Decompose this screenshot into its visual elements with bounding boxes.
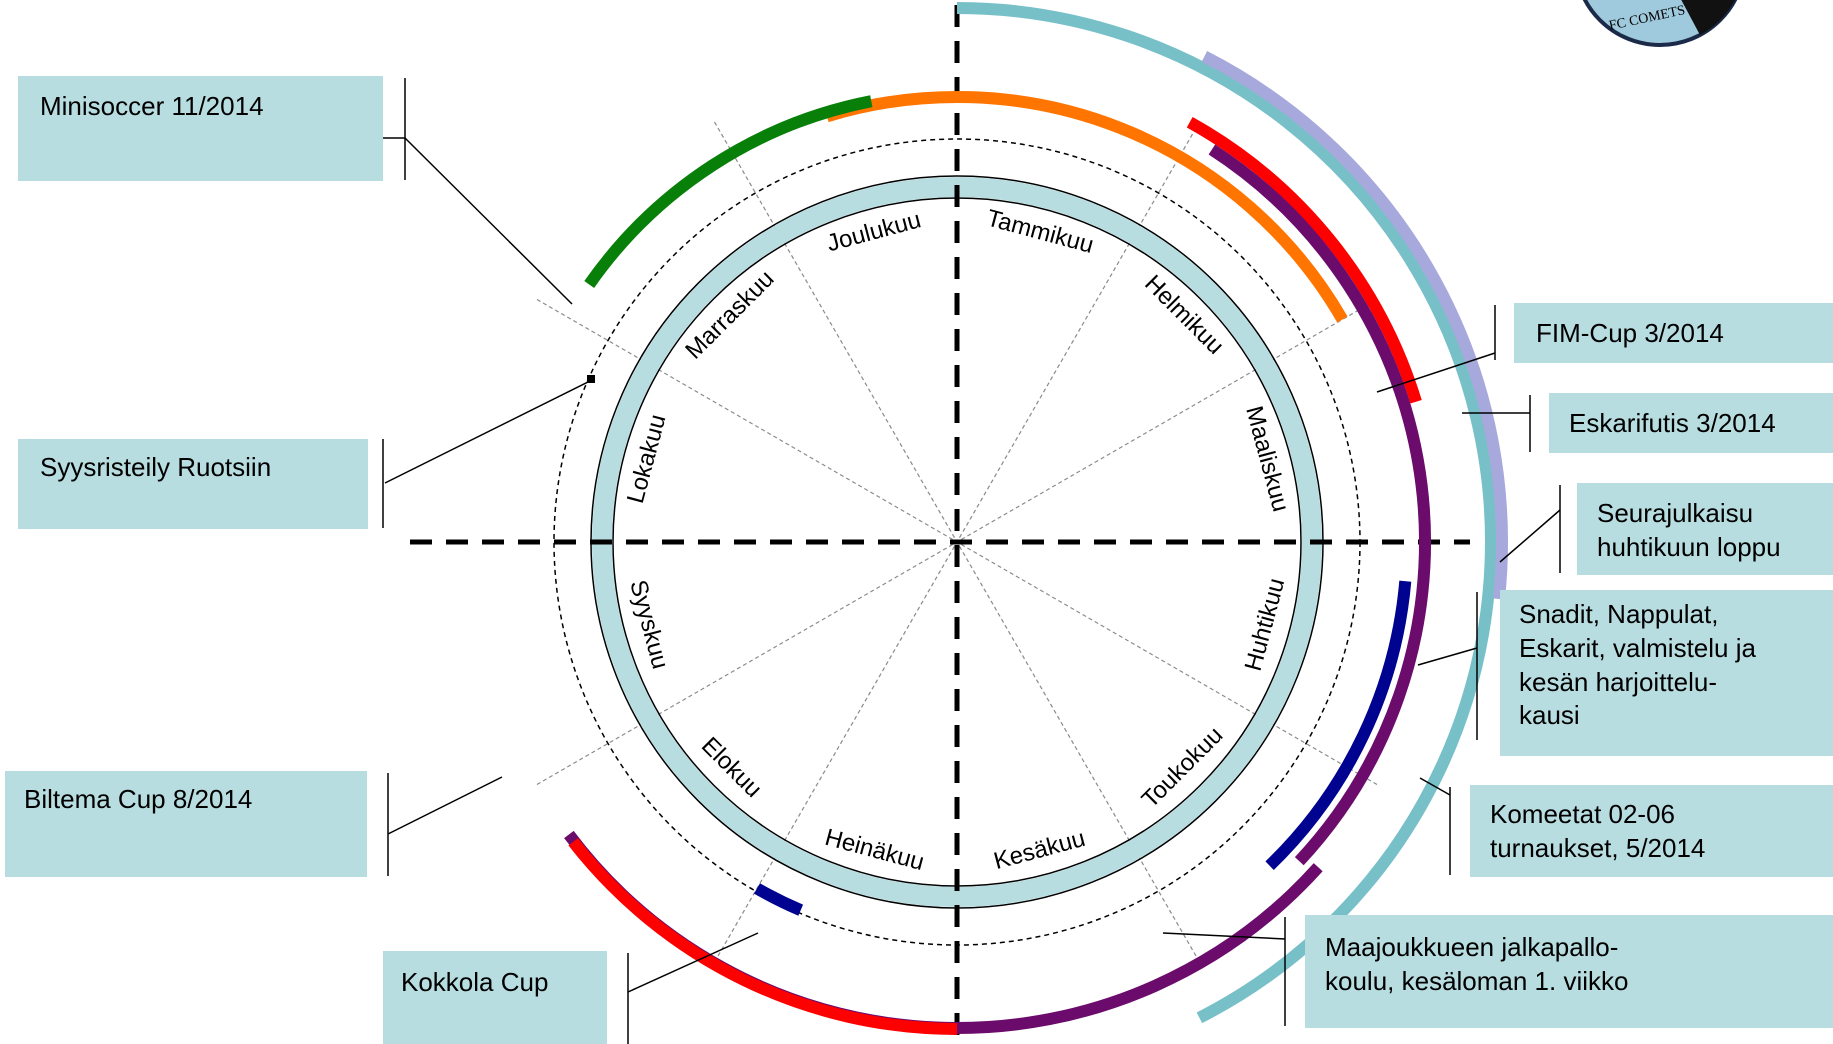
connector-seurajulkaisu: [1499, 509, 1561, 563]
event-box-eskarifutis: Eskarifutis 3/2014: [1549, 393, 1833, 453]
event-label: Minisoccer 11/2014: [40, 91, 264, 121]
connector-end-marker: [587, 375, 595, 383]
event-box-maajoukkue: Maajoukkueen jalkapallo- koulu, kesäloma…: [1305, 915, 1833, 1028]
event-label-line: turnaukset, 5/2014: [1490, 832, 1706, 863]
navy-arc-kokkola: [753, 883, 804, 916]
event-label-line: Maajoukkueen jalkapallo-: [1325, 932, 1619, 962]
connector-maajoukkue: [1162, 932, 1286, 940]
event-box-minisoccer: Minisoccer 11/2014: [18, 76, 383, 181]
red-arc-autumn: [568, 838, 958, 1035]
event-label: Eskarifutis 3/2014: [1569, 408, 1776, 438]
green-arc: [584, 95, 873, 288]
red-arc-spring: [1186, 116, 1422, 404]
connector-biltema: [387, 776, 503, 835]
connector-snadit: [1417, 647, 1478, 666]
lavender-arc: [1201, 51, 1508, 600]
event-box-fimcup: FIM-Cup 3/2014: [1514, 303, 1833, 363]
event-box-syysristeily: Syysristeily Ruotsiin: [18, 439, 368, 529]
connector-komeetat: [1419, 777, 1451, 796]
connector-syysristeily: [384, 379, 593, 484]
connector-minisoccer: [404, 137, 573, 305]
event-label-line: kesän harjoittelu-: [1519, 666, 1717, 697]
orange-arc: [825, 90, 1348, 323]
event-label: Biltema Cup 8/2014: [24, 784, 253, 814]
connector-kokkola: [627, 932, 759, 993]
event-label-line: kausi: [1519, 700, 1580, 731]
purple-arc-autumn: [564, 830, 1323, 1034]
event-box-kokkola: Kokkola Cup: [383, 951, 607, 1044]
event-label-line: koulu, kesäloman 1. viikko: [1325, 965, 1629, 996]
event-label-line: Seurajulkaisu: [1597, 498, 1754, 528]
event-box-seurajulkaisu: Seurajulkaisu huhtikuun loppu: [1577, 483, 1833, 575]
navy-arc-summer: [1265, 580, 1412, 871]
event-label-line: Snadit, Nappulat,: [1519, 599, 1719, 629]
purple-arc-spring: [1208, 144, 1432, 866]
event-label-line: Komeetat 02-06: [1490, 799, 1676, 829]
event-label: Kokkola Cup: [401, 967, 549, 997]
event-label: Syysristeily Ruotsiin: [40, 452, 272, 482]
event-label-line: huhtikuun loppu: [1597, 531, 1781, 562]
event-label: FIM-Cup 3/2014: [1536, 318, 1724, 348]
event-label-line: Eskarit, valmistelu ja: [1519, 632, 1756, 663]
event-box-biltema: Biltema Cup 8/2014: [5, 771, 367, 877]
event-box-snadit: Snadit, Nappulat, Eskarit, valmistelu ja…: [1500, 590, 1833, 756]
cyan-arc: [956, 2, 1497, 1024]
event-box-komeetat: Komeetat 02-06 turnaukset, 5/2014: [1470, 785, 1833, 877]
connector-fimcup: [1376, 352, 1496, 393]
